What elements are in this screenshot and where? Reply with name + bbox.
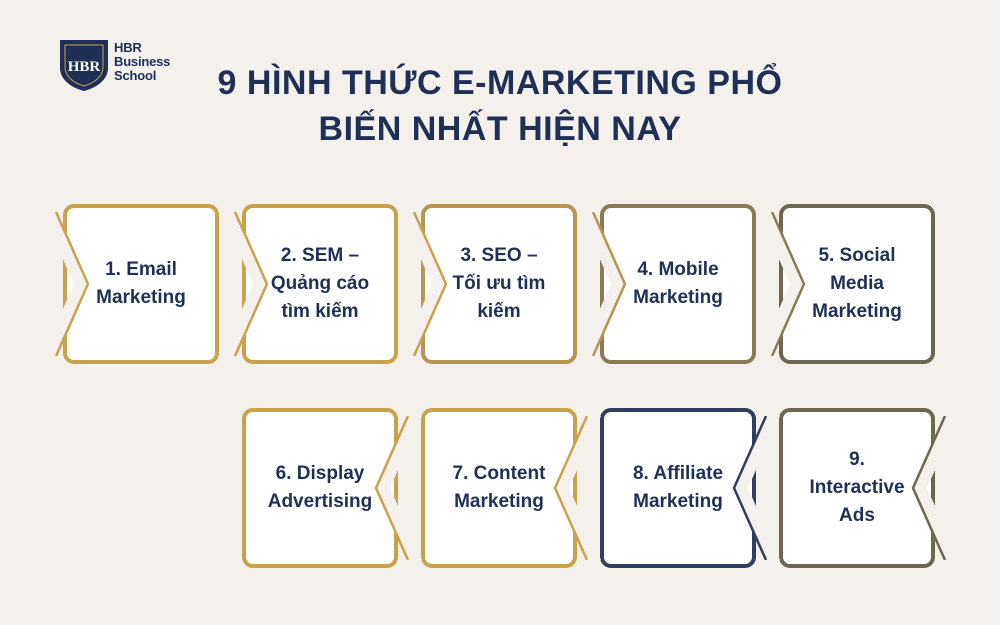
chevron-right-icon bbox=[400, 212, 448, 356]
chevron-right-icon bbox=[42, 212, 90, 356]
chevron-left-icon bbox=[374, 416, 422, 560]
step-label: 3. SEO – Tối ưu tìm kiếm bbox=[452, 245, 546, 322]
chevron-left-icon bbox=[911, 416, 959, 560]
step-label: 9. Interactive Ads bbox=[809, 449, 905, 526]
page-title-line-1: 9 HÌNH THỨC E-MARKETING PHỔ bbox=[217, 64, 783, 102]
shield-icon: HBR bbox=[60, 40, 108, 91]
step-label: 4. Mobile Marketing bbox=[633, 259, 723, 308]
page-title: 9 HÌNH THỨC E-MARKETING PHỔ BIẾN NHẤT HI… bbox=[0, 60, 1000, 152]
page-title-line-2: BIẾN NHẤT HIỆN NAY bbox=[318, 110, 682, 148]
logo-name-line: Business bbox=[114, 54, 171, 69]
chevron-left-icon bbox=[732, 416, 780, 560]
step-label: 7. Content Marketing bbox=[452, 463, 546, 512]
chevron-left-icon bbox=[553, 416, 601, 560]
step-label: 8. Affiliate Marketing bbox=[632, 463, 724, 512]
step-box-sem: 2. SEM – Quảng cáo tìm kiếm bbox=[242, 204, 398, 364]
chevron-right-icon bbox=[758, 212, 806, 356]
chevron-right-icon bbox=[579, 212, 627, 356]
step-label: 2. SEM – Quảng cáo tìm kiếm bbox=[270, 245, 370, 322]
logo-name-line: School bbox=[114, 68, 157, 83]
step-label: 1. Email Marketing bbox=[96, 259, 186, 308]
step-box-affiliate-marketing: 8. Affiliate Marketing bbox=[600, 408, 756, 568]
hbr-logo: HBR HBR Business School bbox=[58, 38, 188, 92]
chevron-right-icon bbox=[221, 212, 269, 356]
logo-name-line: HBR bbox=[114, 40, 142, 55]
step-box-content-marketing: 7. Content Marketing bbox=[421, 408, 577, 568]
step-box-interactive-ads: 9. Interactive Ads bbox=[779, 408, 935, 568]
step-label: 5. Social Media Marketing bbox=[812, 245, 902, 322]
logo-name: HBR Business School bbox=[114, 41, 170, 83]
step-box-email-marketing: 1. Email Marketing bbox=[63, 204, 219, 364]
step-label: 6. Display Advertising bbox=[267, 463, 373, 512]
step-box-display-advertising: 6. Display Advertising bbox=[242, 408, 398, 568]
logo-monogram: HBR bbox=[68, 59, 101, 75]
